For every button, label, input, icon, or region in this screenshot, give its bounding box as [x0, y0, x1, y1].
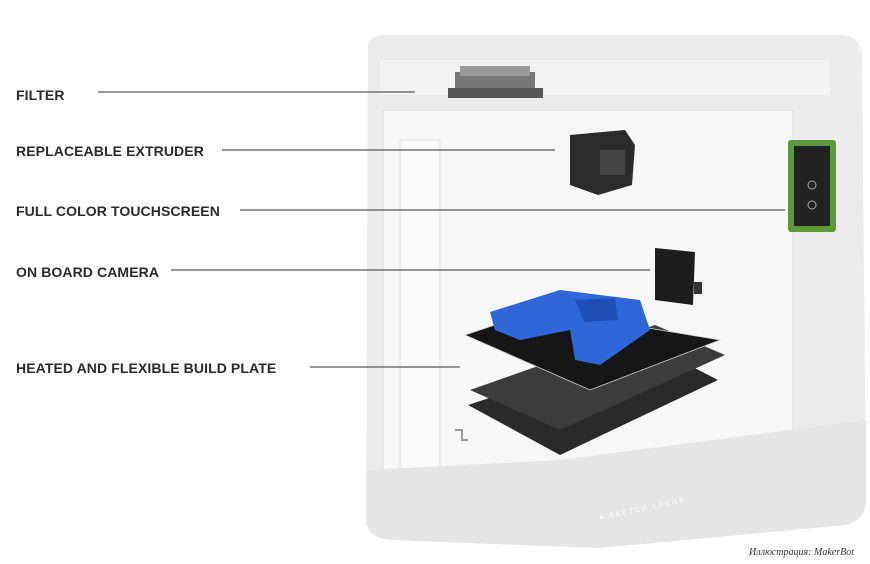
camera-part: [655, 248, 702, 305]
build-plate-part: [455, 290, 725, 455]
callout-label-filter: FILTER: [16, 87, 65, 103]
callout-label-build-plate: HEATED AND FLEXIBLE BUILD PLATE: [16, 360, 277, 376]
extruder-part: [570, 130, 635, 195]
callout-label-extruder: REPLACEABLE EXTRUDER: [16, 143, 204, 159]
printer-body: ● SKETCH LARGE: [366, 35, 866, 548]
touchscreen-part: [788, 140, 836, 232]
filter-part: [448, 66, 543, 98]
callout-label-camera: ON BOARD CAMERA: [16, 264, 160, 280]
callout-label-touchscreen: FULL COLOR TOUCHSCREEN: [16, 203, 220, 219]
image-credit: Иллюстрация: MakerBot: [749, 547, 854, 558]
